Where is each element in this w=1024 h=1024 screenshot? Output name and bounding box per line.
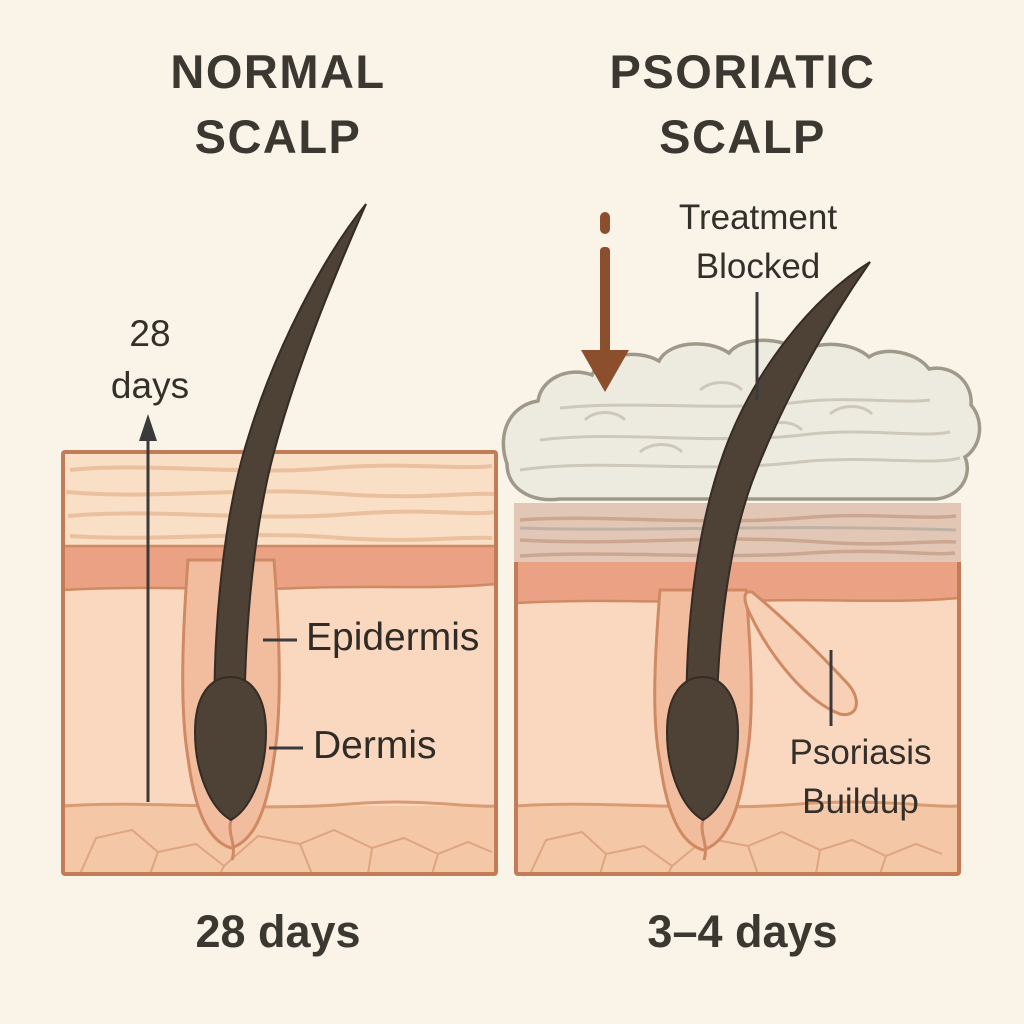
sebaceous-gland bbox=[743, 590, 858, 717]
right-hair-bulb bbox=[665, 675, 740, 822]
normal-scalp-title: NORMAL SCALP bbox=[58, 40, 498, 170]
psoriatic-scalp-title-line2: SCALP bbox=[659, 109, 826, 163]
left-skin-cross-section bbox=[61, 203, 498, 876]
normal-scalp-title-line1: NORMAL bbox=[170, 45, 386, 98]
right-cell-texture bbox=[529, 830, 943, 875]
psoriatic-duration-label: 3–4 days bbox=[647, 906, 838, 957]
epidermis-label: Epidermis bbox=[306, 616, 480, 659]
right-skin-cross-section bbox=[501, 212, 982, 876]
left-top-layer-streaks bbox=[65, 463, 495, 542]
psoriasis-buildup-line1: Psoriasis bbox=[789, 733, 932, 772]
left-skin-box-border bbox=[61, 450, 498, 876]
turnover-days-line1: 28 bbox=[129, 313, 171, 354]
normal-scalp-title-line2: SCALP bbox=[194, 109, 362, 163]
left-epidermis-band bbox=[61, 544, 498, 592]
psoriasis-buildup-line2: Buildup bbox=[802, 782, 919, 821]
right-follicle-root bbox=[700, 819, 707, 861]
psoriasis-buildup-label: Psoriasis Buildup bbox=[758, 728, 963, 826]
treatment-blocked-line2: Blocked bbox=[695, 247, 821, 286]
psoriatic-scalp-title-line1: PSORIATIC bbox=[609, 45, 876, 98]
normal-duration-label: 28 days bbox=[195, 906, 361, 957]
turnover-days-label: 28 days bbox=[80, 308, 220, 412]
right-subcutis-edge bbox=[515, 800, 960, 809]
treatment-blocked-label: Treatment Blocked bbox=[638, 193, 878, 291]
treatment-blocked-line1: Treatment bbox=[678, 198, 838, 237]
left-follicle-root bbox=[228, 819, 235, 861]
treatment-blocked-arrow bbox=[581, 212, 629, 392]
left-cell-texture bbox=[79, 828, 493, 875]
turnover-days-line2: days bbox=[110, 364, 190, 406]
left-hair-bulb bbox=[193, 675, 268, 822]
psoriatic-scalp-title: PSORIATIC SCALP bbox=[520, 40, 965, 170]
cell-turnover-up-arrow bbox=[139, 414, 157, 802]
left-subcutis-edge bbox=[62, 800, 497, 809]
dermis-label: Dermis bbox=[313, 724, 437, 767]
